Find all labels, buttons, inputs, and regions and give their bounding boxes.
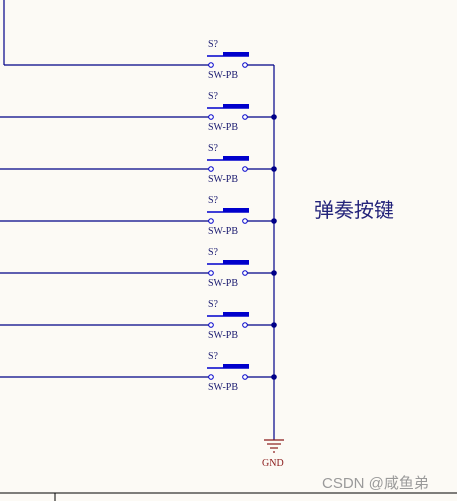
switch-pin-right — [242, 166, 248, 172]
switch-pin-right — [242, 62, 248, 68]
bus-junction-dot — [271, 322, 277, 328]
switch-ref-label: S? — [208, 247, 219, 258]
bus-junction-dot — [271, 270, 277, 276]
bus-junction-dot — [271, 166, 277, 172]
switch-pin-left — [208, 166, 214, 172]
bus-junction-dot — [271, 218, 277, 224]
switch-pin-right — [242, 374, 248, 380]
switch-actuator-cap — [223, 52, 249, 56]
switch-actuator-cap — [223, 208, 249, 212]
switch-actuator-cap — [223, 104, 249, 108]
switch-pin-left — [208, 218, 214, 224]
switch-ref-label: S? — [208, 143, 219, 154]
push-button-switch: S? SW-PB — [0, 351, 277, 393]
switch-pin-left — [208, 270, 214, 276]
switch-value-label: SW-PB — [208, 70, 238, 81]
ground-label: GND — [262, 458, 284, 469]
switch-value-label: SW-PB — [208, 330, 238, 341]
switch-pin-left — [208, 322, 214, 328]
switch-group: S? SW-PB S? SW-PB S? SW-PB S? SW-PB S? SW-PB S? SW-… — [0, 39, 277, 393]
switch-pin-right — [242, 270, 248, 276]
switch-ref-label: S? — [208, 39, 219, 50]
switch-ref-label: S? — [208, 91, 219, 102]
bus-junction-dot — [271, 374, 277, 380]
push-button-switch: S? SW-PB — [4, 39, 274, 81]
diagram-caption: 弹奏按键 — [314, 198, 394, 222]
push-button-switch: S? SW-PB — [0, 91, 277, 133]
switch-actuator-cap — [223, 312, 249, 316]
switch-pin-left — [208, 114, 214, 120]
switch-value-label: SW-PB — [208, 278, 238, 289]
switch-ref-label: S? — [208, 351, 219, 362]
switch-ref-label: S? — [208, 299, 219, 310]
switch-actuator-cap — [223, 156, 249, 160]
switch-pin-right — [242, 218, 248, 224]
push-button-switch: S? SW-PB — [0, 299, 277, 341]
switch-pin-right — [242, 114, 248, 120]
push-button-switch: S? SW-PB — [0, 195, 277, 237]
watermark: CSDN @咸鱼弟 — [322, 474, 429, 492]
push-button-switch: S? SW-PB — [0, 247, 277, 289]
switch-ref-label: S? — [208, 195, 219, 206]
bus-junction-dot — [271, 114, 277, 120]
switch-value-label: SW-PB — [208, 174, 238, 185]
switch-value-label: SW-PB — [208, 122, 238, 133]
switch-value-label: SW-PB — [208, 382, 238, 393]
switch-pin-right — [242, 322, 248, 328]
switch-actuator-cap — [223, 260, 249, 264]
switch-actuator-cap — [223, 364, 249, 368]
push-button-switch: S? SW-PB — [0, 143, 277, 185]
switch-pin-left — [208, 374, 214, 380]
switch-value-label: SW-PB — [208, 226, 238, 237]
ground-symbol — [264, 439, 284, 453]
switch-pin-left — [208, 62, 214, 68]
